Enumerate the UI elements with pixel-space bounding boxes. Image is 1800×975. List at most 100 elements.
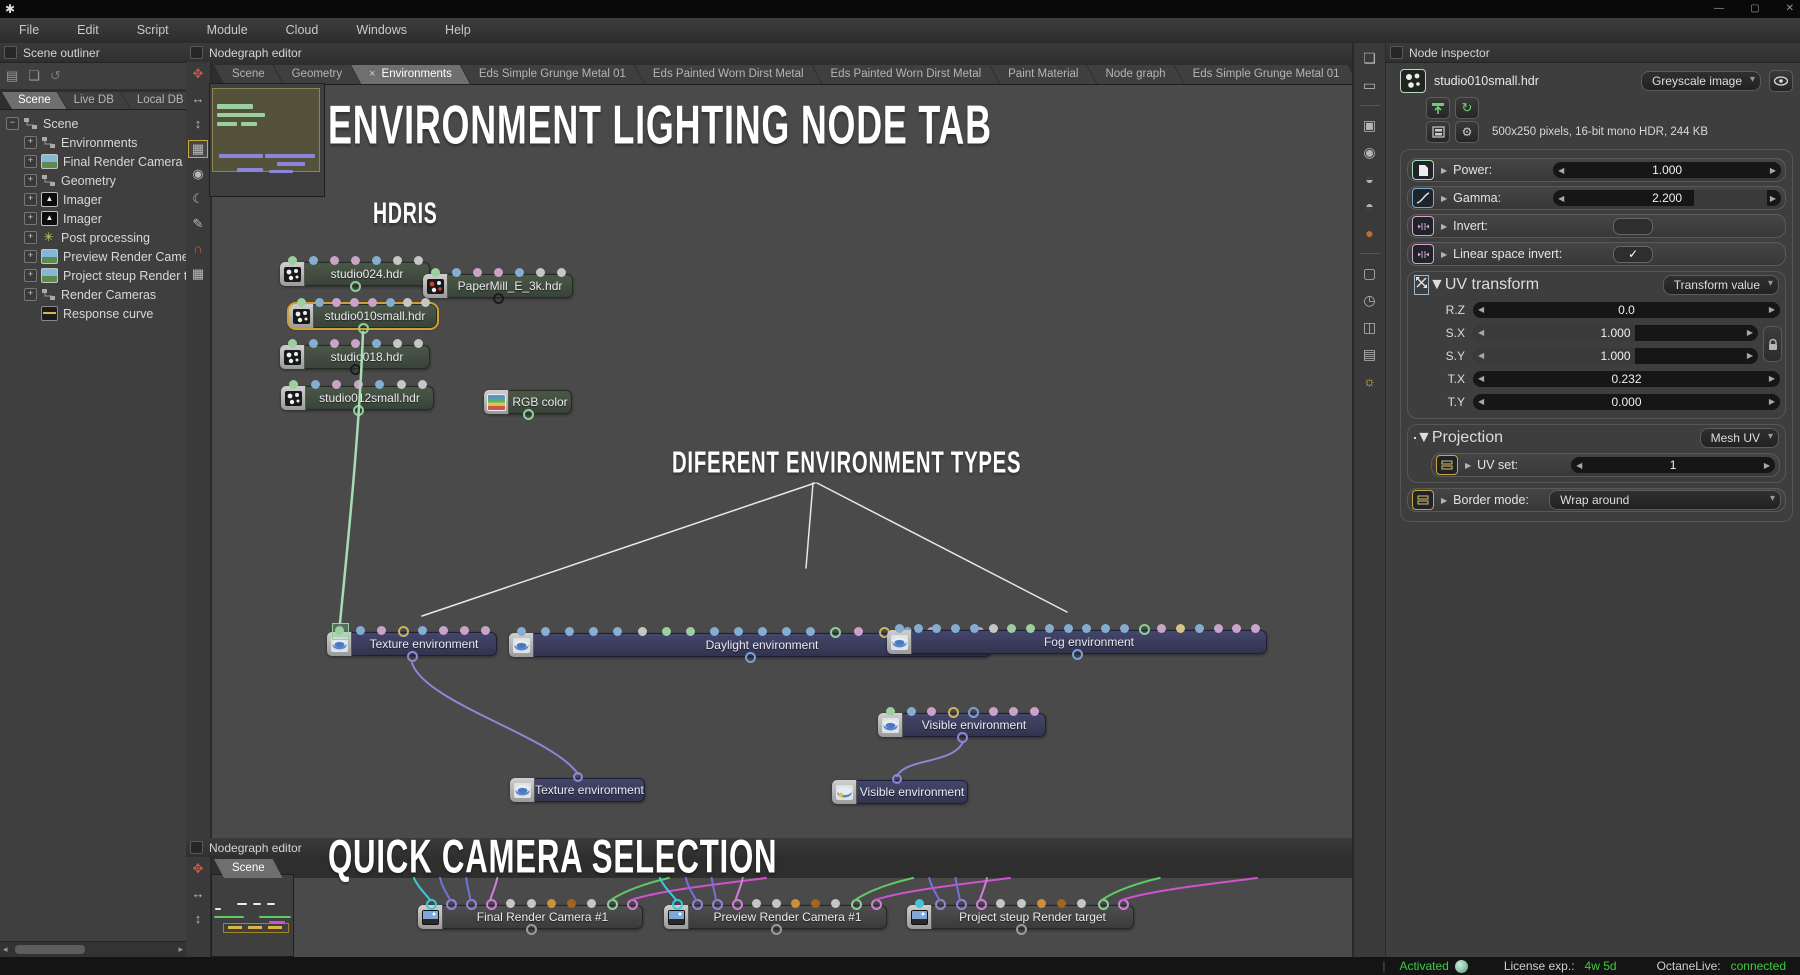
node-visible-environment[interactable]: Visible environment [832, 780, 968, 804]
node-pin[interactable] [288, 339, 297, 348]
tab-eds-simple-grunge-metal-01[interactable]: Eds Simple Grunge Metal 01 [1175, 65, 1358, 84]
node-pin[interactable] [975, 899, 987, 910]
value-slider[interactable]: ◀0.0▶ [1473, 301, 1780, 318]
decrement-arrow-icon[interactable]: ◀ [1478, 397, 1485, 406]
node-pin[interactable] [854, 627, 864, 636]
node-pin[interactable] [1157, 624, 1167, 633]
node-pin[interactable] [606, 899, 618, 910]
node-pin[interactable] [1176, 624, 1186, 633]
menu-file[interactable]: File [19, 23, 40, 37]
node-pin[interactable] [1007, 624, 1017, 633]
tree-item-preview-render-camera-1[interactable]: +Preview Render Camera #1 [0, 247, 186, 266]
node-pin[interactable] [355, 626, 365, 635]
node-pin[interactable] [886, 707, 895, 716]
node-output-pin[interactable] [1072, 649, 1083, 660]
grid-icon[interactable]: ▦ [191, 266, 205, 281]
node-pin[interactable] [895, 624, 904, 633]
tab-close-icon[interactable]: × [369, 68, 376, 80]
node-pin[interactable] [913, 624, 923, 633]
node-pin[interactable] [672, 899, 683, 910]
checkbox[interactable]: ✓ [1613, 245, 1654, 263]
node-output-pin[interactable] [523, 409, 534, 420]
node-pin[interactable] [1082, 624, 1092, 633]
node-output-pin[interactable] [350, 364, 361, 375]
node-pin[interactable] [372, 256, 381, 265]
border-mode-dropdown[interactable]: Wrap around [1549, 490, 1781, 510]
node-pin[interactable] [393, 256, 402, 265]
tab-eds-painted-worn-dirst-metal[interactable]: Eds Painted Worn Dirst Metal [813, 65, 1000, 84]
node-texture-environment[interactable]: Texture environment [327, 623, 497, 662]
increment-arrow-icon[interactable]: ▶ [1763, 460, 1770, 470]
node-pin[interactable] [806, 627, 816, 636]
save-icon[interactable]: ▤ [6, 68, 19, 83]
decrement-arrow-icon[interactable]: ◀ [1478, 351, 1485, 360]
node-pin[interactable] [831, 899, 841, 908]
node-pin[interactable] [968, 707, 980, 718]
decrement-arrow-icon[interactable]: ◀ [1558, 193, 1565, 203]
node-pin[interactable] [309, 339, 318, 348]
node-pin[interactable] [506, 899, 516, 908]
workpanes-icon[interactable]: ❏ [1363, 50, 1376, 66]
expander-icon[interactable]: + [24, 288, 37, 301]
environment-icon[interactable]: ◒ [1365, 171, 1374, 187]
node-type-dropdown[interactable]: Greyscale image [1640, 71, 1761, 91]
decrement-arrow-icon[interactable]: ◀ [1558, 165, 1565, 175]
increment-arrow-icon[interactable]: ▶ [1769, 165, 1776, 175]
preview-eye-button[interactable] [1769, 70, 1793, 92]
panel-menu-icon[interactable] [4, 46, 17, 59]
tree-item-imager[interactable]: +▲Imager [0, 209, 186, 228]
node-pin[interactable] [353, 380, 363, 389]
node-pin[interactable] [1194, 624, 1204, 633]
node-final-render-camera-1[interactable]: Final Render Camera #1 [418, 899, 643, 935]
node-texture-environment[interactable]: Texture environment [510, 778, 645, 802]
unlink-icon[interactable]: ✥ [192, 861, 204, 876]
node-pin[interactable] [1138, 624, 1150, 635]
node-pin[interactable] [906, 707, 916, 716]
node-pin[interactable] [367, 298, 377, 307]
node-pin[interactable] [446, 899, 458, 910]
collapse-arrow-icon[interactable]: ▼ [1416, 429, 1432, 446]
unlink-icon[interactable]: ✥ [192, 66, 204, 81]
expander-icon[interactable]: + [24, 174, 37, 187]
panel-menu-icon[interactable] [190, 46, 203, 59]
node-pin[interactable] [871, 899, 882, 910]
node-pin[interactable] [426, 899, 437, 910]
tab-scene[interactable]: Scene [214, 65, 283, 84]
magnet-snap-icon[interactable]: ∩ [193, 241, 203, 256]
node-pin[interactable] [586, 899, 596, 908]
node-pin[interactable] [332, 380, 341, 389]
value-slider[interactable]: ◀1.000▶ [1473, 347, 1758, 364]
expander-icon[interactable]: + [24, 269, 37, 282]
node-pin[interactable] [1026, 624, 1036, 633]
node-pin[interactable] [557, 268, 566, 277]
node-pin[interactable] [751, 899, 761, 908]
expand-arrow-icon[interactable]: ▶ [1441, 249, 1448, 259]
node-pin[interactable] [1118, 899, 1129, 910]
node-pin[interactable] [1101, 624, 1111, 633]
node-output-pin[interactable] [352, 405, 364, 416]
node-output-pin[interactable] [957, 732, 968, 743]
tree-item-geometry[interactable]: +Geometry [0, 171, 186, 190]
tab-scene[interactable]: Scene [214, 859, 283, 878]
paint-drop-icon[interactable]: ● [1365, 225, 1374, 241]
layers-icon[interactable]: ❏ [28, 68, 40, 83]
visible-environment-icon[interactable]: ◓ [1365, 198, 1374, 214]
tree-item-scene[interactable]: −Scene [0, 114, 186, 133]
node-studio018-hdr[interactable]: studio018.hdr [280, 339, 430, 375]
node-pin[interactable] [310, 380, 320, 389]
decrement-arrow-icon[interactable]: ◀ [1576, 460, 1583, 470]
node-pin[interactable] [385, 298, 395, 307]
increment-arrow-icon[interactable]: ▶ [1769, 193, 1776, 203]
node-pin[interactable] [1063, 624, 1073, 633]
node-pin[interactable] [289, 380, 298, 389]
node-pin[interactable] [351, 256, 360, 265]
expander-icon[interactable]: + [24, 155, 37, 168]
node-pin[interactable] [691, 899, 703, 910]
node-output-pin[interactable] [770, 924, 782, 935]
node-pin[interactable] [1044, 624, 1054, 633]
node-pin[interactable] [731, 899, 743, 910]
tree-item-response-curve[interactable]: Response curve [0, 304, 186, 323]
preview-pane-icon[interactable]: ▦ [188, 140, 208, 158]
node-pin[interactable] [466, 899, 478, 910]
load-image-button[interactable] [1426, 97, 1450, 119]
